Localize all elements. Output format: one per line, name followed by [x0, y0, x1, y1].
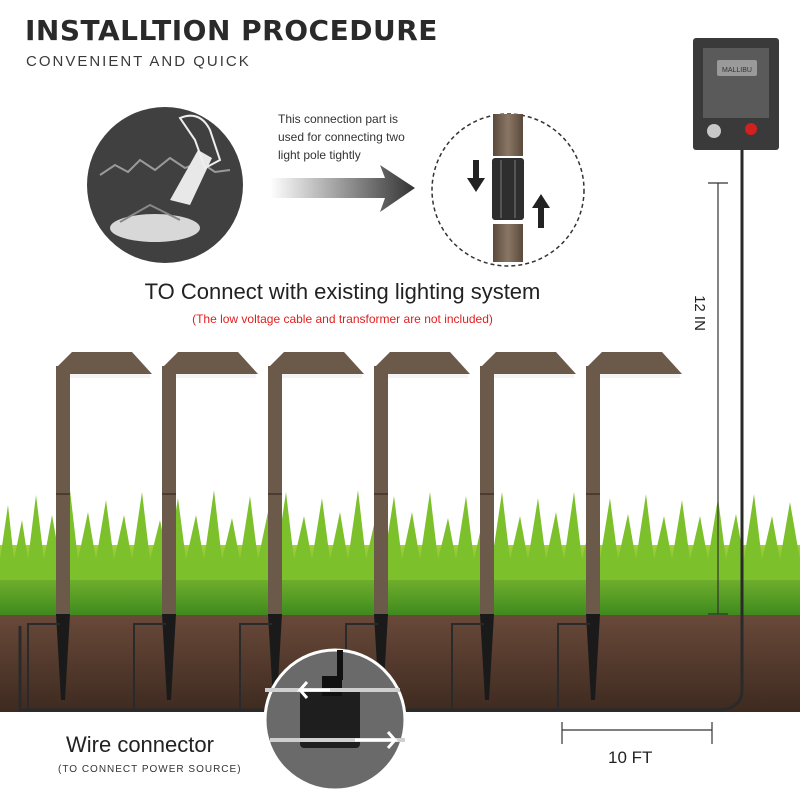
- transformer: [693, 38, 779, 150]
- width-dimension-line: [561, 722, 713, 744]
- path-light: [345, 352, 470, 710]
- wire-connector-title: Wire connector: [66, 732, 214, 757]
- page-subtitle: CONVENIENT AND QUICK: [26, 53, 251, 70]
- height-label: 12 IN: [691, 295, 708, 331]
- existing-system-note: (The low voltage cable and transformer a…: [192, 312, 493, 326]
- direction-arrow: [270, 165, 415, 212]
- path-light: [451, 352, 576, 710]
- width-label: 10 FT: [608, 748, 653, 767]
- path-lights: [27, 352, 682, 710]
- digging-illustration: [87, 107, 243, 263]
- transformer-brand: MALLIBU: [722, 67, 752, 74]
- path-light: [27, 352, 152, 710]
- underground-cable: [18, 150, 744, 712]
- height-dimension-line: [708, 182, 728, 615]
- path-light: [557, 352, 682, 710]
- connection-part-illustration: [431, 113, 585, 267]
- path-light: [133, 352, 258, 710]
- grass-band: [0, 490, 800, 615]
- connection-part-note: This connection part is used for connect…: [278, 112, 405, 162]
- page-title: INSTALLTION PROCEDURE: [25, 14, 438, 47]
- existing-system-heading: TO Connect with existing lighting system: [144, 279, 541, 304]
- wire-connector-subtitle: (TO CONNECT POWER SOURCE): [58, 764, 242, 775]
- path-light: [239, 352, 364, 710]
- wire-connector-illustration: [263, 648, 407, 792]
